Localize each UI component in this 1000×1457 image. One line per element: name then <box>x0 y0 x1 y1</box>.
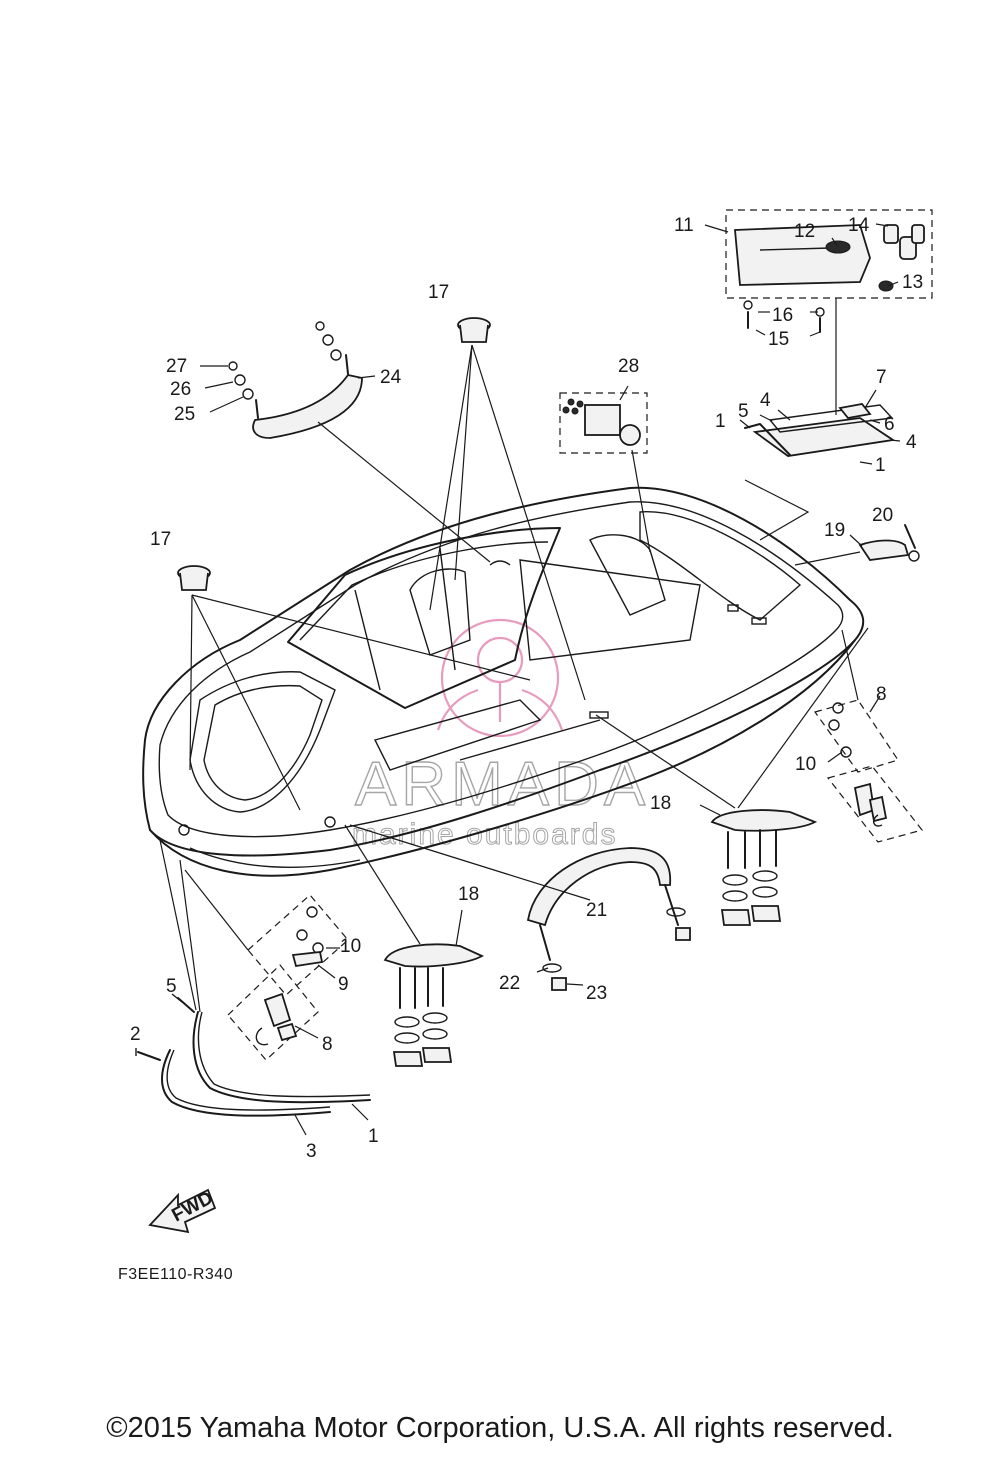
watermark-brand: ARMADA <box>355 750 650 819</box>
watermark-tagline: marine outboards <box>352 818 617 851</box>
part-17-cupholders <box>177 317 586 811</box>
part-8-left <box>184 869 349 1061</box>
callout-4-top: 4 <box>760 390 771 411</box>
part-18-cleat-right <box>595 627 869 926</box>
callout-12: 12 <box>794 221 815 242</box>
part-18-cleat-left <box>344 824 484 1067</box>
boat-deck <box>142 486 865 877</box>
callout-3: 3 <box>306 1141 317 1162</box>
callout-6: 6 <box>884 414 895 435</box>
callout-1-right: 1 <box>875 455 886 476</box>
callout-28: 28 <box>618 356 639 377</box>
diagram-code: F3EE110-R340 <box>118 1266 234 1283</box>
callout-5-top: 5 <box>738 401 749 422</box>
callout-20: 20 <box>872 505 893 526</box>
part-11-assembly <box>704 209 933 415</box>
callout-17-top: 17 <box>428 282 449 303</box>
callout-13: 13 <box>902 272 923 293</box>
callout-14: 14 <box>848 215 870 236</box>
callout-1-bottom: 1 <box>368 1126 379 1147</box>
callout-2: 2 <box>130 1024 141 1045</box>
callout-17-left: 17 <box>150 529 171 550</box>
callout-5-left: 5 <box>166 976 177 997</box>
callout-1-top: 1 <box>715 411 726 432</box>
callout-8-right: 8 <box>876 684 887 705</box>
watermark: ARMADA marine outboards <box>352 618 650 852</box>
watermark-logo-icon <box>436 618 564 738</box>
fwd-label: FWD <box>168 1188 216 1227</box>
part-21-rail <box>349 824 691 991</box>
callout-26: 26 <box>170 379 191 400</box>
fwd-arrow-icon: FWD <box>148 1188 217 1234</box>
callout-27: 27 <box>166 356 187 377</box>
callout-24: 24 <box>380 367 402 388</box>
rail-parts <box>739 389 901 541</box>
callout-18-right: 18 <box>650 793 671 814</box>
callout-8-left: 8 <box>322 1034 333 1055</box>
callout-16: 16 <box>772 305 793 326</box>
part-19-20 <box>794 524 920 566</box>
callout-10-left: 10 <box>340 936 361 957</box>
callout-labels: 11 12 14 13 16 15 17 17 27 26 25 24 28 7… <box>130 215 923 1162</box>
callout-21: 21 <box>586 900 607 921</box>
part-28-assembly <box>559 385 651 553</box>
part-rubrails <box>135 839 371 1136</box>
callout-19: 19 <box>824 520 845 541</box>
callout-22: 22 <box>499 973 520 994</box>
callout-11: 11 <box>674 215 694 236</box>
callout-7: 7 <box>876 367 887 388</box>
callout-25: 25 <box>174 404 195 425</box>
callout-18-left: 18 <box>458 884 479 905</box>
callout-9: 9 <box>338 974 349 995</box>
callout-15: 15 <box>768 329 789 350</box>
part-8-right <box>814 629 924 843</box>
callout-10-right: 10 <box>795 754 816 775</box>
part-24-handle <box>200 321 491 563</box>
copyright-notice: ©2015 Yamaha Motor Corporation, U.S.A. A… <box>106 1412 894 1444</box>
callout-4-right: 4 <box>906 432 917 453</box>
callout-23: 23 <box>586 983 607 1004</box>
